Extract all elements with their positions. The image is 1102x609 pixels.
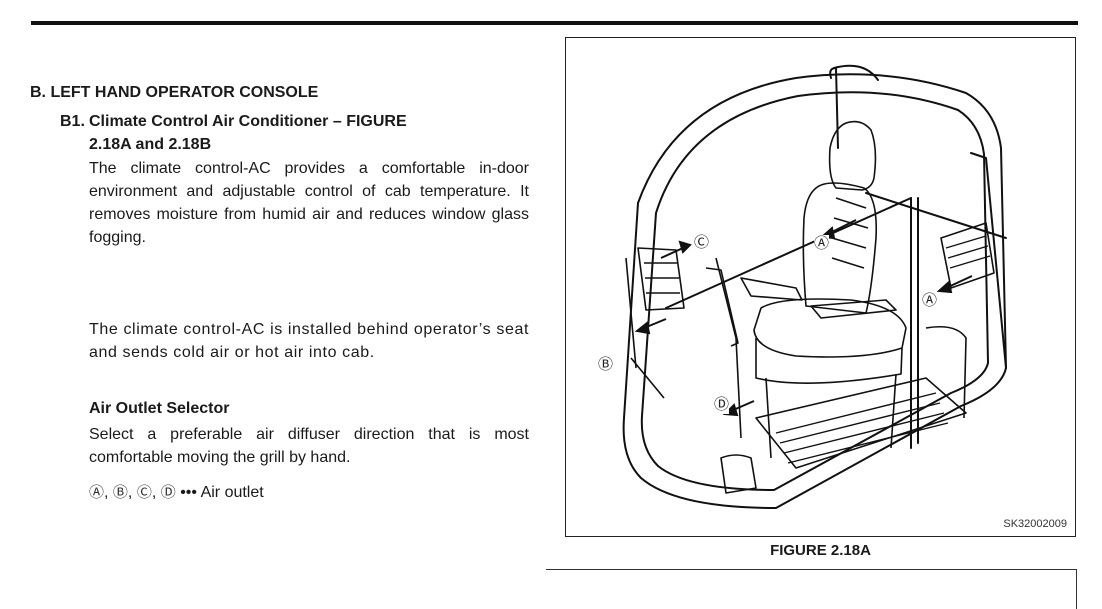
paragraph-installation: The climate control-AC is installed behi… bbox=[89, 321, 529, 361]
figure-frame: Ⓐ Ⓐ Ⓑ Ⓒ Ⓓ SK32002009 bbox=[565, 37, 1076, 537]
outlet-legend: Ⓐ, Ⓑ, Ⓒ, Ⓓ ••• Air outlet bbox=[89, 482, 264, 504]
cab-illustration bbox=[622, 64, 1007, 509]
outlet-symbol-d: Ⓓ bbox=[160, 484, 176, 501]
air-outlet-text: Select a preferable air diffuser directi… bbox=[89, 426, 529, 466]
callout-c: Ⓒ bbox=[694, 234, 710, 252]
text-column: B. LEFT HAND OPERATOR CONSOLE B1.Climate… bbox=[0, 0, 540, 602]
callout-b: Ⓑ bbox=[598, 356, 614, 374]
top-rule bbox=[31, 21, 1078, 25]
callout-a-side: Ⓐ bbox=[922, 292, 938, 310]
outlet-symbol-a: Ⓐ bbox=[89, 484, 105, 501]
legend-label: Air outlet bbox=[200, 484, 264, 501]
subsection-title-line2: 2.18A and 2.18B bbox=[89, 136, 212, 153]
next-figure-frame bbox=[546, 569, 1077, 609]
section-title: B. LEFT HAND OPERATOR CONSOLE bbox=[30, 84, 319, 101]
callout-a-seat: Ⓐ bbox=[814, 235, 830, 253]
air-outlet-heading: Air Outlet Selector bbox=[89, 400, 230, 417]
outlet-symbol-b: Ⓑ bbox=[112, 484, 128, 501]
figure-caption: FIGURE 2.18A bbox=[770, 542, 871, 559]
outlet-symbol-c: Ⓒ bbox=[136, 484, 152, 501]
subsection-number: B1. bbox=[60, 113, 85, 130]
subsection-title: B1.Climate Control Air Conditioner – FIG… bbox=[60, 110, 407, 156]
legend-separator: ••• bbox=[180, 484, 197, 501]
callout-d: Ⓓ bbox=[714, 396, 730, 414]
subsection-title-line1: Climate Control Air Conditioner – FIGURE bbox=[89, 113, 407, 130]
figure-code: SK32002009 bbox=[1003, 518, 1067, 530]
paragraph-intro: The climate control-AC provides a comfor… bbox=[89, 160, 529, 246]
